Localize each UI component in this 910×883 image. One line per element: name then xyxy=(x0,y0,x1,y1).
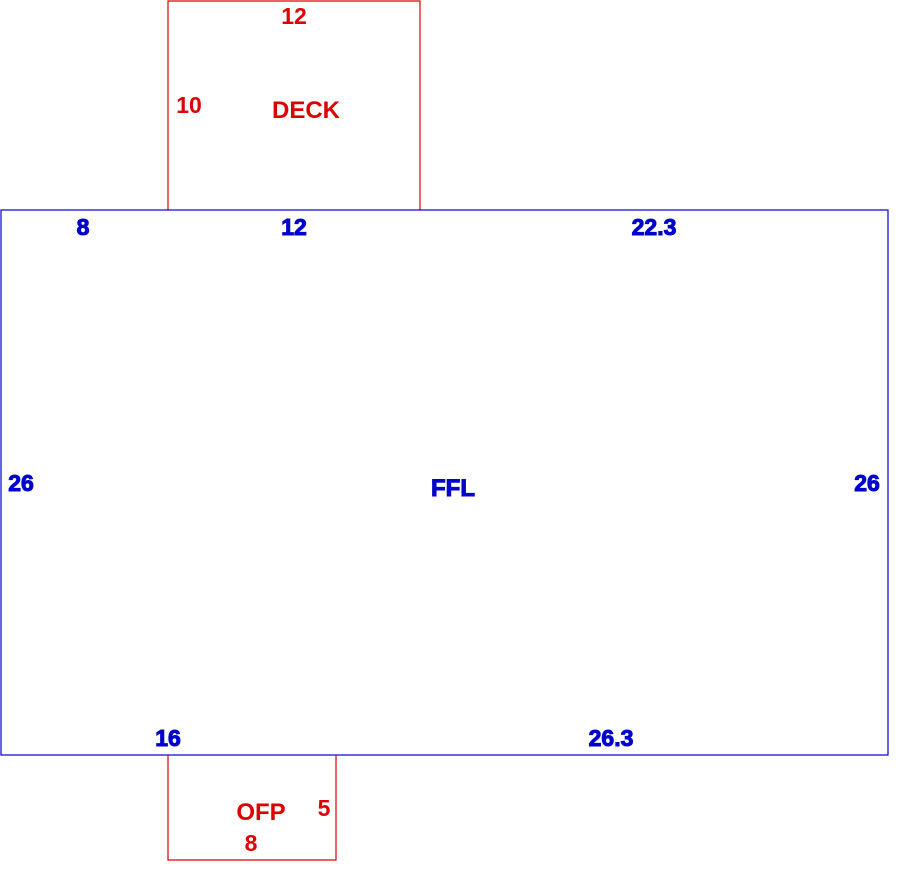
main-dim-top-right: 22.3 xyxy=(632,214,677,240)
main-outline xyxy=(0,209,889,756)
main-dim-bottom-left: 16 xyxy=(155,725,181,751)
deck-outline xyxy=(167,0,421,210)
ofp-label: OFP xyxy=(236,799,285,826)
deck-dim-top: 12 xyxy=(281,3,307,29)
main-dim-right: 26 xyxy=(854,470,880,496)
deck-area: DECK 12 10 xyxy=(167,0,421,210)
ofp-dim-right: 5 xyxy=(318,795,331,821)
deck-dim-left: 10 xyxy=(176,92,202,118)
main-dim-bottom-right: 26.3 xyxy=(589,725,634,751)
main-dim-top-left: 8 xyxy=(77,214,90,240)
ofp-outline xyxy=(167,755,337,861)
ofp-dim-bottom: 8 xyxy=(245,830,258,856)
deck-label: DECK xyxy=(272,97,341,124)
main-dim-top-mid: 12 xyxy=(281,214,307,240)
main-area: FFL 8 12 22.3 26 26 16 26.3 xyxy=(0,209,889,756)
ofp-area: OFP 5 8 xyxy=(167,755,337,861)
main-dim-left: 26 xyxy=(8,470,34,496)
main-label: FFL xyxy=(431,475,475,502)
